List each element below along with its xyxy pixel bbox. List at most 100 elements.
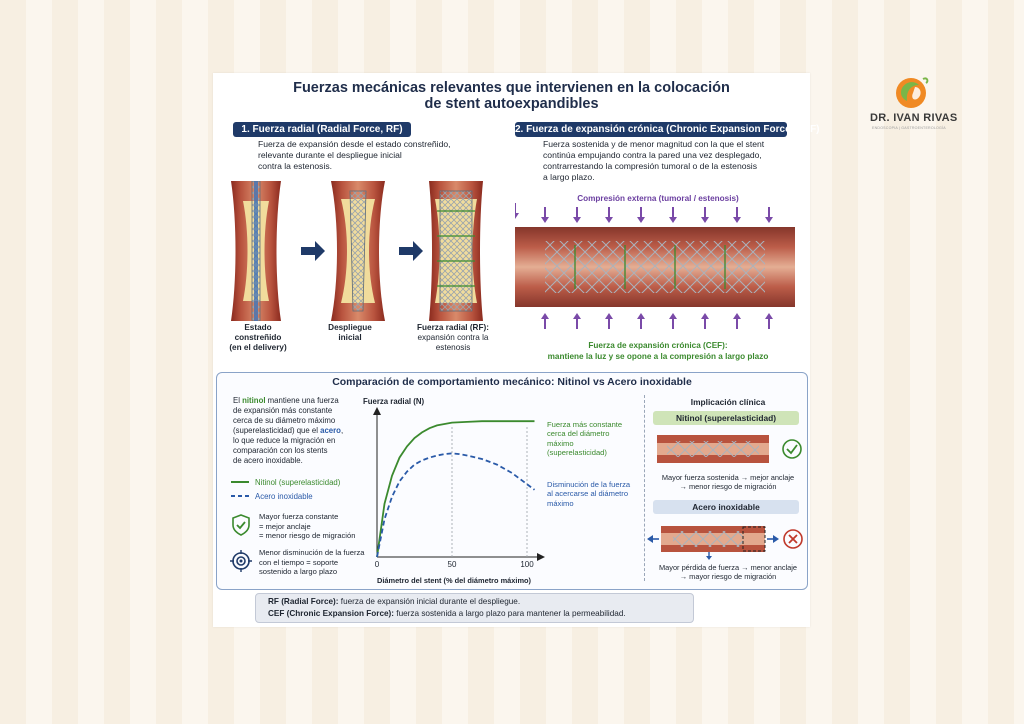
comparison-intro: El nitinol mantiene una fuerza de expans… bbox=[233, 396, 343, 466]
stage1-label: Estado constreñido (en el delivery) bbox=[223, 323, 293, 353]
acero-caption-line: Mayor pérdida de fuerza → menor anclaje bbox=[658, 563, 798, 572]
y-axis-arrow bbox=[373, 407, 381, 415]
title-line-2: de stent autoexpandibles bbox=[424, 96, 599, 112]
comparison-title: Comparación de comportamiento mecánico: … bbox=[332, 376, 692, 388]
abbreviations-box: RF (Radial Force): fuerza de expansión i… bbox=[255, 593, 694, 623]
compression-label: Compresión externa (tumoral / estenosis) bbox=[577, 194, 739, 203]
stage2-label-line: inicial bbox=[338, 333, 362, 342]
cross-icon bbox=[783, 529, 803, 549]
stage3-label: Fuerza radial (RF): expansión contra la … bbox=[403, 323, 503, 353]
compression-arrows-top bbox=[541, 207, 773, 223]
acero-caption: Mayor pérdida de fuerza → menor anclaje … bbox=[653, 563, 803, 582]
cef-vessel-illustration bbox=[515, 203, 795, 329]
stage3-label-line: estenosis bbox=[435, 343, 471, 352]
acero-stent-image bbox=[647, 526, 803, 560]
stent-deployment-illustration bbox=[231, 181, 483, 321]
annotation-nitinol-line: cerca del diámetro bbox=[547, 429, 610, 439]
intro-text: de acero inoxidable. bbox=[233, 456, 303, 465]
section2-desc-line: continúa empujando contra la pared una v… bbox=[543, 150, 762, 160]
stage3-label-line: expansión contra la bbox=[417, 333, 489, 342]
intro-text: El bbox=[233, 396, 243, 405]
x-tick-label: 0 bbox=[375, 560, 380, 567]
legend-nitinol: Nitinol (superelasticidad) bbox=[255, 478, 341, 487]
point-anchor-line: = menor riesgo de migración bbox=[259, 531, 356, 541]
section2-desc-line: Fuerza sostenida y de menor magnitud con… bbox=[543, 139, 765, 149]
logo-mark bbox=[896, 77, 929, 108]
chart-ylabel: Fuerza radial (N) bbox=[363, 397, 425, 406]
stage3-label-line: Fuerza radial (RF): bbox=[417, 323, 489, 332]
point-support-line: sostenido a largo plazo bbox=[259, 567, 338, 577]
annotation-acero-line: máximo bbox=[547, 498, 574, 508]
intro-text: mantiene una fuerza bbox=[265, 396, 339, 405]
section1-header: 1. Fuerza radial (Radial Force, RF) bbox=[233, 122, 411, 137]
comparison-panel: Comparación de comportamiento mecánico: … bbox=[216, 372, 808, 590]
intro-text: comparación con los stents bbox=[233, 446, 328, 455]
stage1-label-line: constreñido bbox=[234, 333, 282, 342]
clinical-title: Implicación clínica bbox=[690, 397, 766, 407]
legend-acero: Acero inoxidable bbox=[255, 492, 313, 501]
point-support-line: Menor disminución de la fuerza bbox=[259, 548, 365, 557]
cef-caption: Fuerza de expansión crónica (CEF): manti… bbox=[513, 341, 803, 362]
series-line-nitinol bbox=[376, 420, 535, 558]
compression-arrows-bottom bbox=[541, 313, 773, 329]
section2-desc-line: a largo plazo. bbox=[543, 172, 595, 182]
annotation-acero: Disminución de la fuerza al acercarse al… bbox=[547, 480, 630, 508]
intro-text: , bbox=[340, 426, 344, 435]
check-icon bbox=[782, 439, 802, 459]
point-support: Menor disminución de la fuerza con el ti… bbox=[259, 548, 365, 577]
cef-caption-line: mantiene la luz y se opone a la compresi… bbox=[547, 351, 769, 361]
section1-desc-line: relevante durante el despliegue inicial bbox=[258, 150, 402, 160]
annotation-acero-line: Disminución de la fuerza bbox=[547, 480, 631, 489]
section1-desc-line: contra la estenosis. bbox=[258, 161, 333, 171]
section1-desc-line: Fuerza de expansión desde el estado cons… bbox=[258, 139, 451, 149]
section2-header: 2. Fuerza de expansión crónica (Chronic … bbox=[515, 122, 820, 137]
stage1-label-line: (en el delivery) bbox=[229, 343, 287, 352]
stent-stage-constrained bbox=[231, 181, 281, 321]
rf-definition: fuerza de expansión inicial durante el d… bbox=[338, 597, 521, 606]
shield-check-icon bbox=[232, 514, 250, 536]
cef-term: CEF (Chronic Expansion Force): bbox=[268, 609, 395, 618]
nitinol-stent-image bbox=[657, 435, 802, 463]
clinical-divider bbox=[644, 395, 646, 581]
nitinol-caption-line: Mayor fuerza sostenida → mejor anclaje bbox=[661, 473, 795, 482]
nitinol-pill: Nitinol (superelasticidad) bbox=[653, 411, 799, 425]
annotation-nitinol-line: máximo bbox=[547, 438, 574, 448]
x-tick-label: 100 bbox=[520, 560, 534, 567]
nitinol-caption: Mayor fuerza sostenida → mejor anclaje →… bbox=[653, 473, 803, 492]
point-anchor-line: = mejor anclaje bbox=[259, 521, 311, 531]
intro-text: cerca de su diámetro máximo bbox=[233, 416, 336, 425]
point-anchor: Mayor fuerza constante = mejor anclaje =… bbox=[259, 512, 355, 541]
infographic-poster: Fuerzas mecánicas relevantes que intervi… bbox=[213, 73, 820, 627]
point-anchor-line: Mayor fuerza constante bbox=[259, 512, 339, 521]
x-axis-arrow bbox=[537, 553, 545, 561]
annotation-nitinol-line: Fuerza más constante bbox=[547, 420, 623, 429]
intro-text: de expansión más constante bbox=[233, 406, 333, 415]
cef-caption-line: Fuerza de expansión crónica (CEF): bbox=[588, 341, 728, 350]
acero-pill: Acero inoxidable bbox=[653, 500, 799, 514]
section2-description: Fuerza sostenida y de menor magnitud con… bbox=[543, 139, 764, 183]
cef-definition: fuerza sostenida a largo plazo para mant… bbox=[394, 609, 626, 618]
force-diameter-chart: 0 50 100 bbox=[373, 407, 545, 567]
stage2-label: Despliegue inicial bbox=[315, 323, 385, 343]
stage2-label-line: Despliegue bbox=[328, 323, 372, 332]
annotation-acero-line: al acercarse al diámetro bbox=[547, 489, 629, 499]
acero-caption-line: → mayor riesgo de migración bbox=[679, 572, 777, 582]
cef-outward-arrows bbox=[574, 245, 726, 289]
section2-desc-line: contrarrestando la compresión tumoral o … bbox=[543, 161, 758, 171]
target-icon bbox=[230, 550, 252, 572]
rf-term: RF (Radial Force): bbox=[268, 597, 339, 606]
intro-acero-word: acero bbox=[320, 426, 341, 435]
intro-text: (superelasticidad) que el bbox=[233, 426, 321, 435]
logo-subtitle: ENDOSCOPIA | GASTROENTEROLOGÍA bbox=[872, 126, 946, 130]
page-title: Fuerzas mecánicas relevantes que intervi… bbox=[213, 80, 810, 112]
chart-xlabel: Diámetro del stent (% del diámetro máxim… bbox=[377, 576, 532, 585]
section1-description: Fuerza de expansión desde el estado cons… bbox=[258, 139, 451, 172]
stent-stage-radial-force bbox=[429, 181, 483, 321]
intro-text: lo que reduce la migración en bbox=[233, 436, 336, 445]
title-line-1: Fuerzas mecánicas relevantes que intervi… bbox=[293, 80, 730, 96]
nitinol-caption-line: → menor riesgo de migración bbox=[679, 482, 777, 492]
logo-name: DR. IVAN RIVAS bbox=[870, 112, 958, 124]
x-tick-label: 50 bbox=[448, 560, 457, 567]
stent-stage-initial-deploy bbox=[331, 181, 385, 321]
annotation-nitinol-line: (superelasticidad) bbox=[547, 448, 607, 458]
